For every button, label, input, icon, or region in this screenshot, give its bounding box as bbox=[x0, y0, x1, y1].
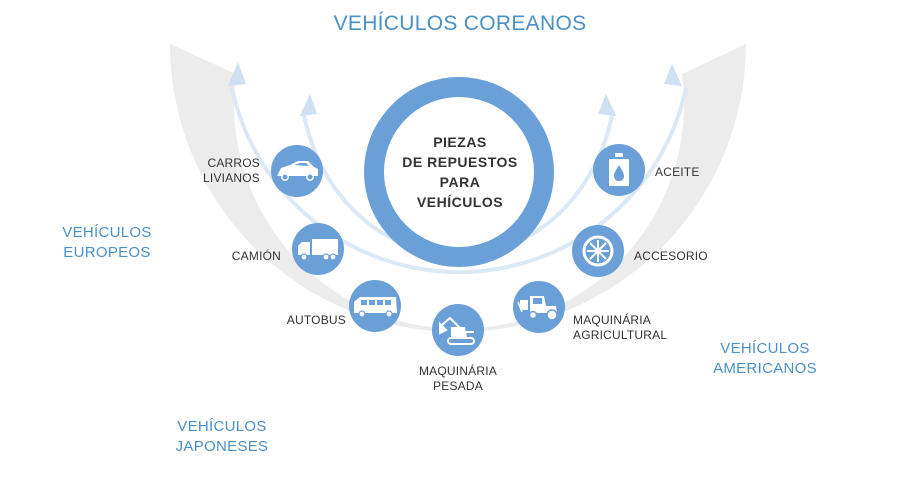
region-european: VEHÍCULOS EUROPEOS bbox=[62, 224, 152, 261]
label-accessory: ACCESORIO bbox=[634, 249, 708, 263]
inner-arrow-head-right bbox=[598, 94, 616, 116]
truck-icon bbox=[298, 239, 338, 261]
outer-arrow-head-right bbox=[664, 64, 682, 86]
label-agri-machinery: MAQUINÁRIA AGRICULTURAL bbox=[573, 313, 668, 342]
label-light-cars: CARROS LIVIANOS bbox=[203, 156, 260, 185]
inner-arrow-head-left bbox=[300, 94, 317, 116]
bus-icon bbox=[354, 297, 397, 318]
light-cars-node bbox=[271, 145, 323, 197]
wheel-icon bbox=[582, 235, 614, 267]
label-heavy-machinery: MAQUINÁRIA PESADA bbox=[418, 364, 497, 393]
bus-node bbox=[349, 280, 401, 332]
outer-arrow-head-left bbox=[228, 62, 246, 86]
tractor-icon bbox=[517, 296, 558, 321]
label-oil: ACEITE bbox=[655, 165, 700, 179]
accessory-node bbox=[572, 225, 624, 277]
agri-machinery-node bbox=[513, 281, 565, 333]
region-american: VEHÍCULOS AMERICANOS bbox=[713, 340, 817, 377]
oil-can-icon bbox=[609, 153, 629, 186]
region-japanese: VEHÍCULOS JAPONESES bbox=[175, 418, 269, 455]
center-ring bbox=[364, 77, 554, 267]
center-label: PIEZAS DE REPUESTOS PARA VEHÍCULOS bbox=[402, 134, 518, 210]
excavator-icon bbox=[439, 316, 475, 345]
outer-arrow-arc bbox=[230, 87, 688, 275]
label-bus: AUTOBUS bbox=[286, 313, 346, 327]
label-truck: CAMIÓN bbox=[231, 249, 281, 263]
truck-node bbox=[292, 223, 344, 275]
outer-ring bbox=[170, 44, 746, 332]
diagram-title: VEHÍCULOS COREANOS bbox=[333, 12, 587, 35]
oil-node bbox=[593, 144, 645, 196]
car-icon bbox=[277, 161, 318, 181]
heavy-machinery-node bbox=[432, 304, 484, 356]
